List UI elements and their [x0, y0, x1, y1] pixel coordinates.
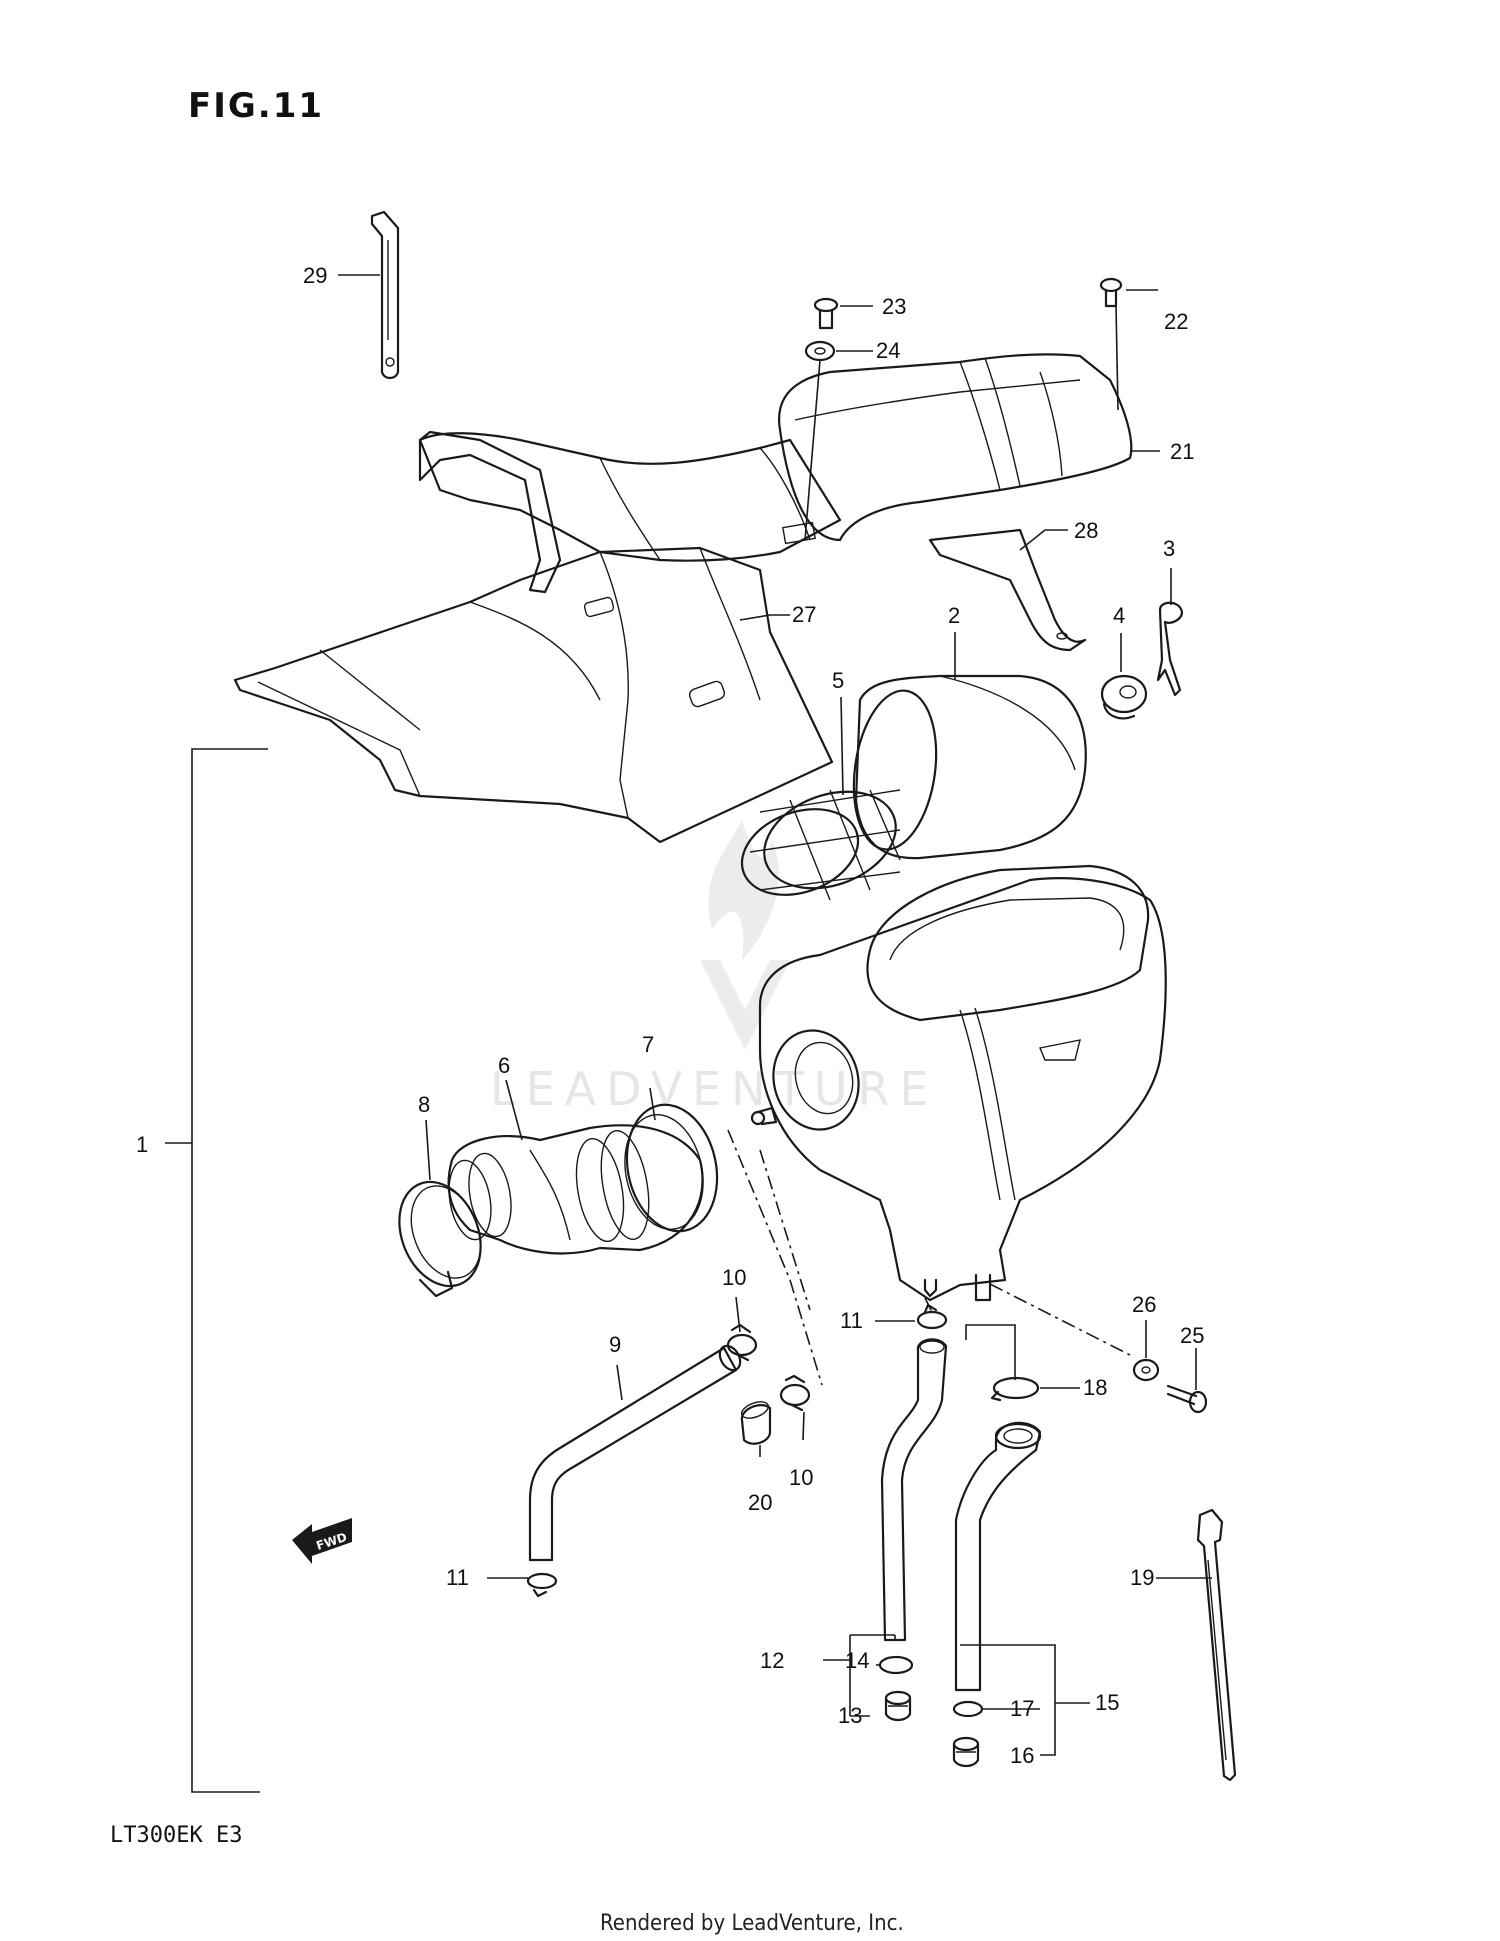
part-23-screw — [813, 297, 839, 330]
part-10-clip-upper — [726, 1323, 758, 1362]
upper-duct-neck — [418, 430, 842, 594]
part-15-hose — [954, 1421, 1042, 1692]
callout-10-upper: 10 — [722, 1265, 746, 1290]
callout-8: 8 — [418, 1092, 430, 1117]
part-25-bolt — [1166, 1384, 1208, 1414]
leader-lines — [338, 274, 1212, 1756]
callout-16: 16 — [1010, 1743, 1034, 1768]
callout-12: 12 — [760, 1648, 784, 1673]
callout-20: 20 — [748, 1490, 772, 1515]
callout-28: 28 — [1074, 518, 1098, 543]
callout-19: 19 — [1130, 1565, 1154, 1590]
part-9-breather-hose — [528, 1344, 742, 1562]
part-28-bracket — [928, 528, 1087, 652]
part-20-cap — [740, 1401, 772, 1445]
callout-17: 17 — [1010, 1696, 1034, 1721]
watermark-text: LEADVENTURE — [490, 1062, 939, 1116]
part-4-grommet — [1100, 674, 1148, 720]
assembly-bracket — [165, 748, 268, 1793]
watermark-flame-icon — [700, 820, 790, 1050]
callout-15: 15 — [1095, 1690, 1119, 1715]
alignment-lines — [727, 1129, 1131, 1386]
part-27-intake-duct — [233, 546, 834, 844]
part-12-drain-hose — [880, 1338, 948, 1642]
part-26-washer — [1132, 1358, 1160, 1382]
fwd-arrow-icon: FWD — [292, 1518, 352, 1564]
part-19-cable-tie — [1196, 1508, 1237, 1782]
callout-3: 3 — [1163, 536, 1175, 561]
callout-6: 6 — [498, 1053, 510, 1078]
part-21-duct-cover — [778, 353, 1133, 542]
callout-11-drain: 11 — [840, 1308, 863, 1333]
callout-7: 7 — [642, 1032, 654, 1057]
callout-29: 29 — [303, 263, 327, 288]
callout-2: 2 — [948, 603, 960, 628]
callout-13: 13 — [838, 1703, 862, 1728]
callout-27: 27 — [792, 602, 816, 627]
part-29-strap — [370, 210, 400, 380]
callout-10-lower: 10 — [789, 1465, 813, 1490]
footer-credit: Rendered by LeadVenture, Inc. — [600, 1911, 904, 1936]
callout-1: 1 — [136, 1132, 148, 1157]
part-14-clamp — [878, 1655, 914, 1675]
part-24-washer — [804, 340, 836, 362]
part-11-clamp-drain — [916, 1303, 948, 1330]
part-6-intake-boot — [447, 1124, 704, 1255]
part-17-clamp — [952, 1700, 984, 1718]
part-3-clip — [1156, 601, 1184, 697]
part-13-plug — [884, 1690, 912, 1722]
callout-18: 18 — [1083, 1375, 1107, 1400]
callout-21: 21 — [1170, 439, 1194, 464]
callout-25: 25 — [1180, 1323, 1204, 1348]
model-code: LT300EK E3 — [110, 1823, 242, 1848]
callout-9: 9 — [609, 1332, 621, 1357]
part-8-hose-clamp — [398, 1180, 482, 1298]
callout-26: 26 — [1132, 1292, 1156, 1317]
callout-labels: 1 2 3 4 5 6 7 8 9 10 10 11 11 12 13 14 1… — [136, 263, 1204, 1768]
part-5-filter-cage — [740, 789, 901, 901]
part-16-plug — [952, 1736, 980, 1768]
callout-24: 24 — [876, 338, 900, 363]
callout-4: 4 — [1113, 603, 1125, 628]
callout-11-lower-left: 11 — [446, 1565, 469, 1590]
callout-23: 23 — [882, 294, 906, 319]
callout-14: 14 — [845, 1648, 869, 1673]
callout-22: 22 — [1164, 309, 1188, 334]
part-2-filter-element — [852, 674, 1087, 860]
callout-5: 5 — [832, 668, 844, 693]
part-11-clamp-lower-left — [526, 1572, 558, 1598]
part-22-screw — [1099, 277, 1123, 308]
figure-title: FIG.11 — [188, 86, 324, 126]
air-cleaner-case — [750, 864, 1167, 1302]
part-10-clip-lower — [779, 1374, 811, 1412]
part-7-clamp-ring — [624, 1103, 719, 1233]
part-18-clamp — [990, 1376, 1040, 1402]
